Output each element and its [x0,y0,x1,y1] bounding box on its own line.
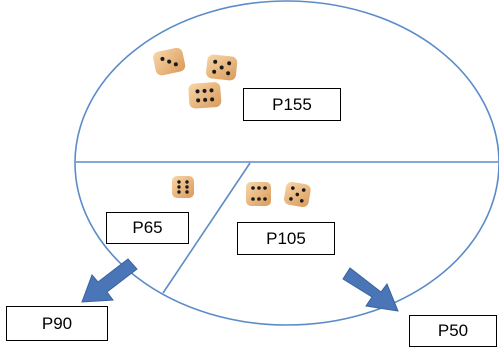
arrow-icon [342,267,399,312]
label-bottom-left-section: P65 [106,212,189,244]
label-top-section: P155 [243,88,341,121]
arrow-icon [81,258,138,303]
label-left-outflow: P90 [6,306,108,341]
dice-icon [206,54,238,81]
dice-icon [153,47,186,76]
dice-icon [188,82,222,109]
label-right-outflow: P50 [409,315,497,347]
label-bottom-right-section: P105 [237,222,335,255]
dice-icon [246,182,271,206]
dice-icon [172,176,194,198]
dice-icon [283,181,311,208]
circle-outline [74,0,499,326]
divider-diagonal [162,162,251,294]
